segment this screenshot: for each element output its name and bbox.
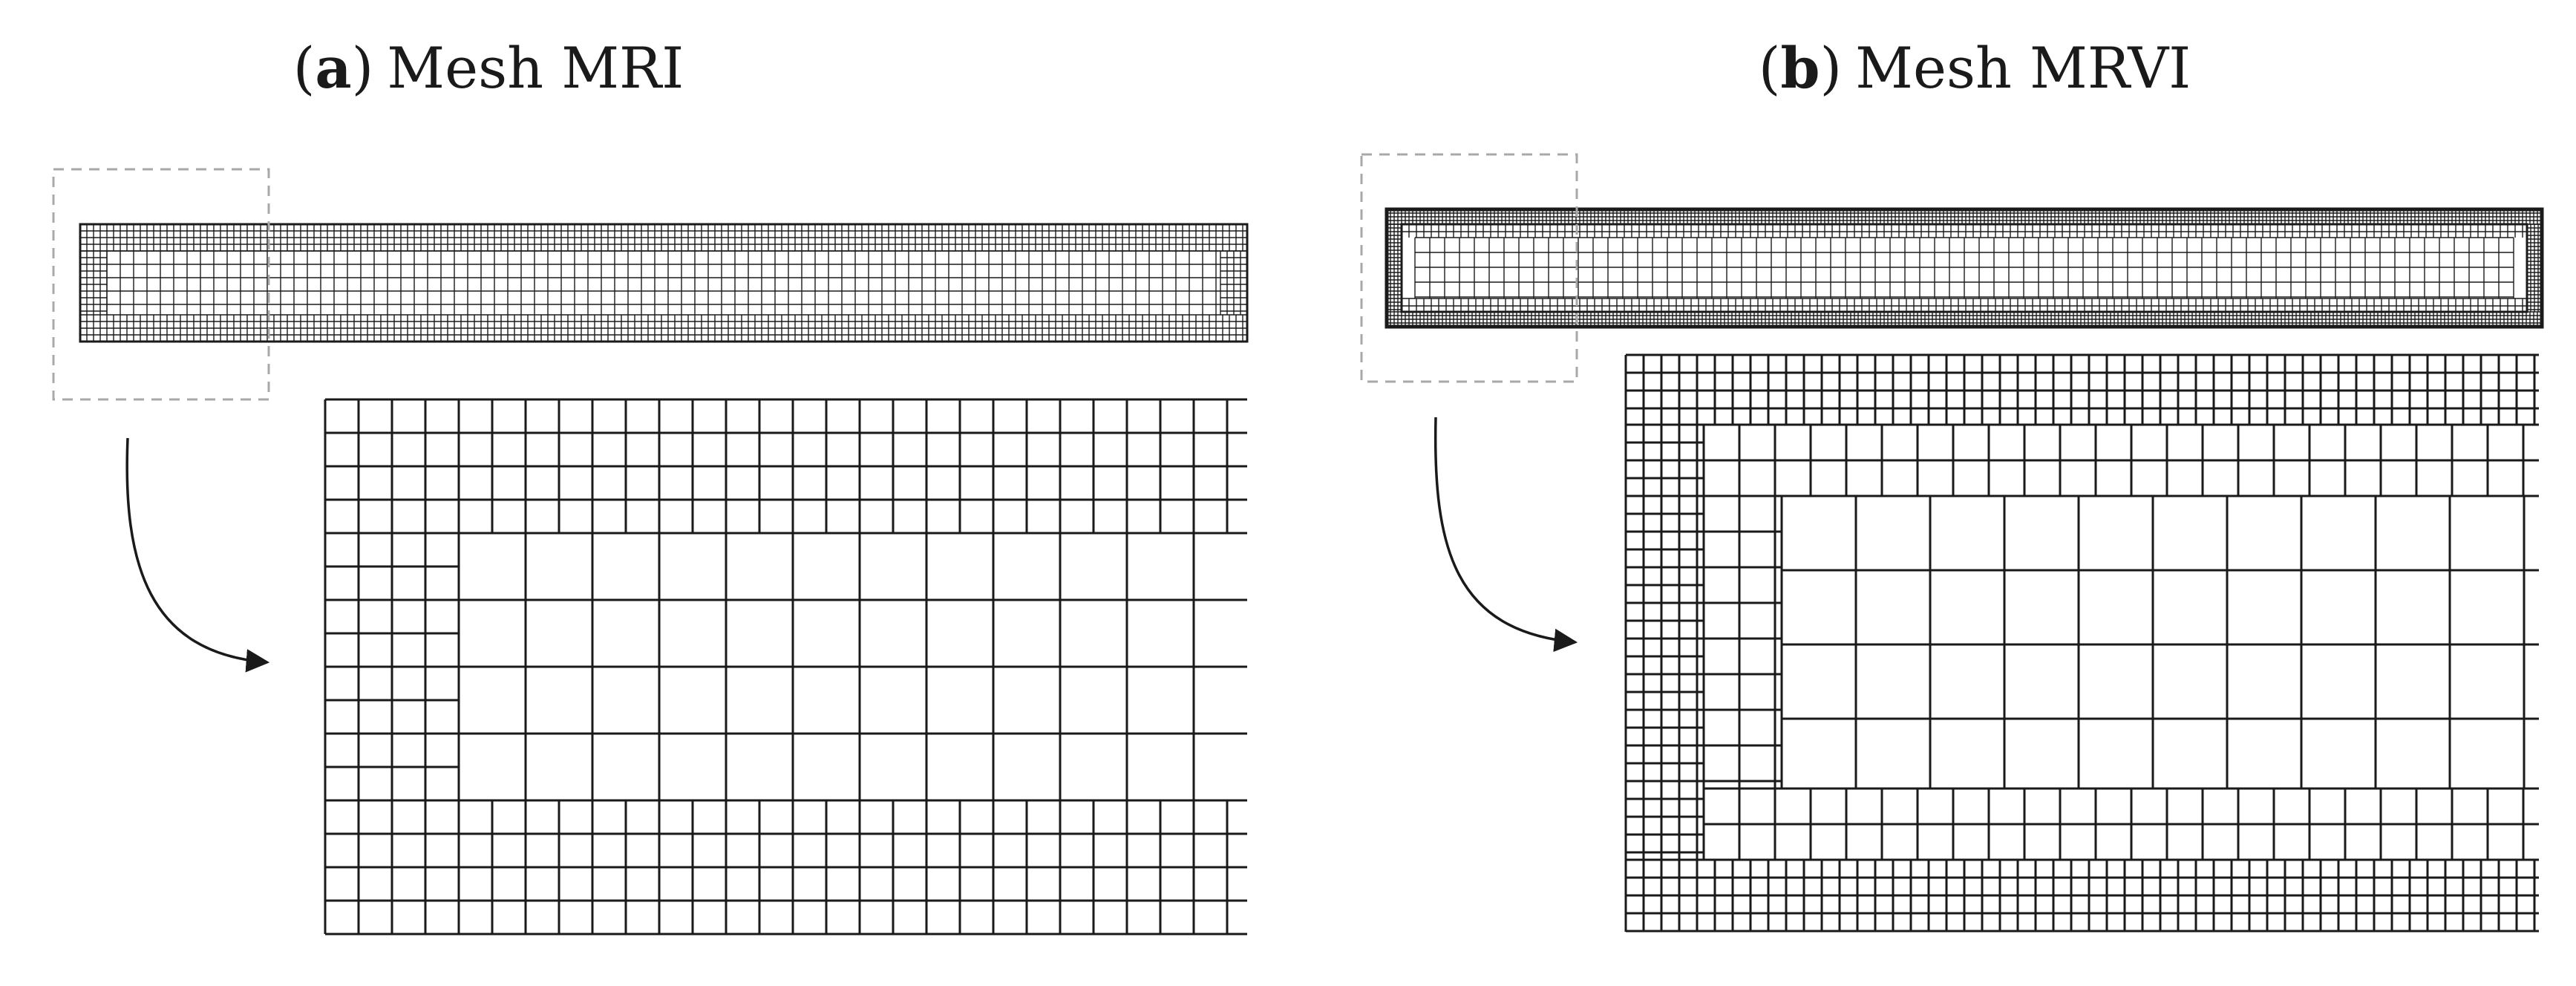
panel-b-title: (b)Mesh MRVI xyxy=(1759,35,2191,101)
panel-a-letter: a xyxy=(315,35,351,101)
panel-b-zoom-region-box xyxy=(1360,153,1578,383)
panel-a-name: Mesh MRI xyxy=(387,35,684,101)
panel-a-overview-mesh xyxy=(79,223,1249,343)
panel-b-name: Mesh MRVI xyxy=(1855,35,2191,101)
panel-b-overview-mesh xyxy=(1385,207,2544,329)
panel-a-title: (a)Mesh MRI xyxy=(293,35,684,101)
panel-b-close-paren: ) xyxy=(1820,35,1843,101)
panel-b-zoom-arrow xyxy=(1434,417,1578,653)
panel-b-overview-inner-outline xyxy=(1400,223,2528,313)
panel-b-detail-mesh xyxy=(1624,353,2539,933)
panel-a-zoom-region-box xyxy=(52,168,270,401)
panel-a-zoom-arrow xyxy=(125,437,270,673)
panel-b-open-paren: ( xyxy=(1759,35,1781,101)
panel-a-detail-mesh xyxy=(324,398,1247,936)
panel-a-overview-outline xyxy=(79,223,1249,343)
panel-b-letter: b xyxy=(1780,35,1820,101)
panel-a-close-paren: ) xyxy=(352,35,374,101)
panel-a-open-paren: ( xyxy=(293,35,316,101)
panel-b-overview-outline xyxy=(1385,207,2544,329)
